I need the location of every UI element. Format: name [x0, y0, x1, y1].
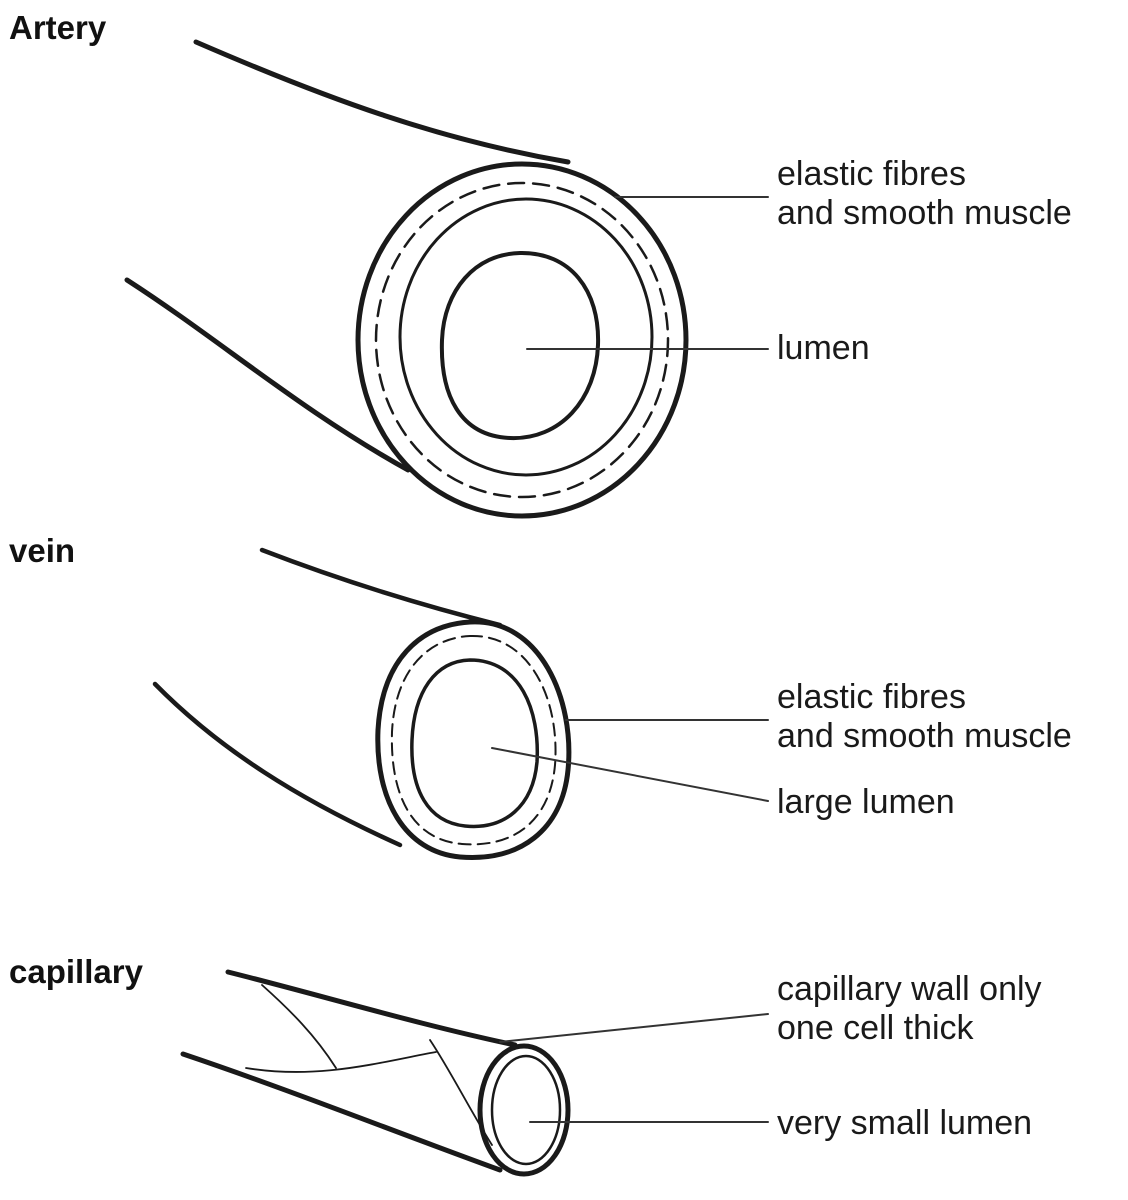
- artery-lumen: [439, 250, 601, 441]
- artery-drawing: [124, 39, 689, 519]
- vein-outer-wall: [375, 619, 572, 861]
- capillary-wall-label-line-2: one cell thick: [777, 1009, 974, 1047]
- artery-muscle-layer: [374, 181, 670, 499]
- capillary-lumen-label: very small lumen: [777, 1104, 1033, 1142]
- leader-lines: [491, 196, 769, 1123]
- capillary-heading: capillary: [9, 953, 143, 990]
- vein-body-top-edge: [259, 547, 503, 628]
- artery-lumen-label: lumen: [777, 329, 870, 367]
- vein-wall-label-line-2: and smooth muscle: [777, 717, 1072, 755]
- capillary-wall-label-line-1: capillary wall only: [777, 970, 1042, 1008]
- artery-inner-wall: [398, 197, 654, 477]
- capillary-lumen: [490, 1054, 562, 1166]
- capillary-wall-label: capillary wall only one cell thick: [777, 970, 1042, 1048]
- artery-body-bottom-edge: [124, 277, 411, 473]
- artery-wall-label: elastic fibres and smooth muscle: [777, 155, 1072, 233]
- vein-lumen-label: large lumen: [777, 783, 955, 821]
- vein-muscle-layer: [390, 634, 557, 846]
- artery-wall-label-line-2: and smooth muscle: [777, 194, 1072, 232]
- artery-heading: Artery: [9, 9, 107, 46]
- vein-drawing: [152, 547, 572, 861]
- artery-outer-wall: [355, 161, 689, 519]
- capillary-cell-boundary-2: [245, 1051, 437, 1073]
- artery-body-top-edge: [193, 39, 571, 165]
- vein-wall-label: elastic fibres and smooth muscle: [777, 678, 1072, 756]
- capillary-cell-boundary-1: [261, 984, 337, 1069]
- capillary-body-bottom-edge: [180, 1051, 503, 1173]
- capillary-drawing: [180, 969, 571, 1177]
- artery-wall-label-line-1: elastic fibres: [777, 155, 966, 193]
- leader-vein-lumen: [491, 747, 769, 802]
- leader-capillary-wall: [499, 1013, 769, 1043]
- capillary-body-top-edge: [225, 969, 518, 1048]
- vein-wall-label-line-1: elastic fibres: [777, 678, 966, 716]
- vein-heading: vein: [9, 532, 76, 569]
- vein-lumen: [410, 658, 540, 829]
- capillary-outer-wall: [477, 1043, 571, 1177]
- vein-body-bottom-edge: [152, 681, 403, 848]
